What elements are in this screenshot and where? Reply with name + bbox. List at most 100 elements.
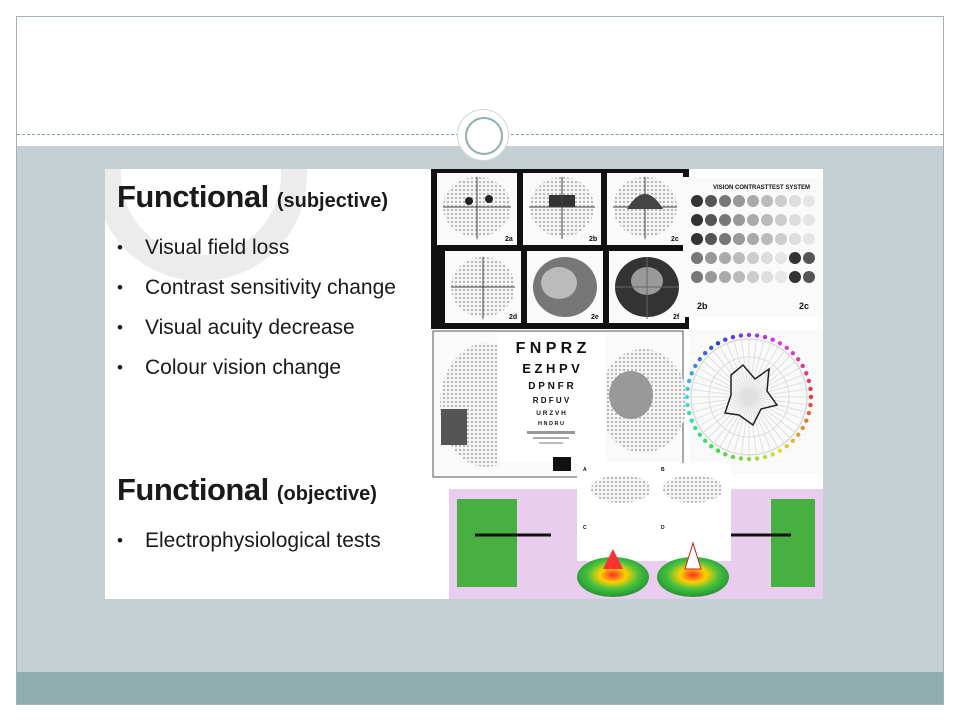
colour-spoke <box>702 396 750 433</box>
colour-spoke <box>719 396 750 448</box>
contrast-dot <box>775 195 787 207</box>
colour-cap <box>762 334 768 340</box>
colour-spoke <box>698 367 750 398</box>
colour-spoke <box>691 396 750 406</box>
list-item: Colour vision change <box>117 348 417 388</box>
colour-spoke <box>692 396 750 413</box>
colour-spoke <box>748 396 807 406</box>
erg-field-a <box>591 475 651 503</box>
contrast-dot <box>775 233 787 245</box>
colour-cap <box>770 337 775 342</box>
contrast-dot <box>733 233 745 245</box>
colour-spoke <box>691 388 750 398</box>
colour-spoke <box>748 396 803 420</box>
colour-cap <box>697 357 703 362</box>
contrast-dot <box>789 214 801 226</box>
eye-chart-marker <box>553 457 571 471</box>
colour-cap <box>746 456 752 462</box>
contrast-dot <box>747 252 759 264</box>
circle-ornament-icon <box>457 109 509 161</box>
eye-chart-row-1: F N P R Z <box>516 340 587 357</box>
colour-cap <box>777 448 783 453</box>
colour-spoke <box>748 350 785 398</box>
contrast-dot <box>803 233 815 245</box>
contrast-dot <box>803 214 815 226</box>
erg-response-d <box>657 557 729 597</box>
list-item: Visual acuity decrease <box>117 308 417 348</box>
colour-cap <box>800 363 805 369</box>
colour-cap <box>689 418 694 423</box>
list-item: Visual field loss <box>117 228 417 268</box>
colour-cap <box>709 345 714 351</box>
contrast-dot <box>733 252 745 264</box>
colour-spoke <box>748 396 765 454</box>
colour-cap <box>686 410 692 416</box>
colour-cap <box>709 443 714 449</box>
contrast-dot <box>719 233 731 245</box>
colour-cap <box>808 394 814 400</box>
colour-cap <box>723 337 728 342</box>
field-label-2c: 2c <box>671 236 679 243</box>
colour-cap <box>697 432 703 437</box>
colour-spoke <box>748 374 803 398</box>
colour-cap <box>762 454 768 460</box>
colour-spoke <box>748 396 800 427</box>
colour-cap <box>685 402 690 408</box>
contrast-dot <box>733 214 745 226</box>
colour-cap <box>806 378 812 384</box>
contrast-dot <box>789 233 801 245</box>
colour-spoke <box>733 396 750 454</box>
colour-spoke <box>698 396 750 427</box>
content-panel: Functional (subjective) Visual field los… <box>105 169 823 599</box>
erg-response-c <box>577 557 649 597</box>
colour-test-error-trace <box>724 363 779 427</box>
field-label-2d: 2d <box>509 314 517 321</box>
contrast-dot <box>691 233 703 245</box>
colour-spoke <box>748 396 785 444</box>
colour-cap <box>689 371 694 376</box>
contrast-dot <box>775 252 787 264</box>
colour-cap <box>715 341 721 346</box>
colour-spoke <box>748 367 800 398</box>
colour-cap <box>730 334 736 340</box>
colour-cap <box>754 456 760 461</box>
field-label-2e: 2e <box>591 314 599 321</box>
colour-test-spokes <box>684 332 814 462</box>
colour-cap <box>804 418 809 423</box>
colour-spoke <box>748 346 779 398</box>
colour-spoke <box>748 340 765 398</box>
eye-chart-row-4: R D F U V <box>533 396 570 405</box>
colour-cap <box>684 394 690 400</box>
contrast-dot <box>705 195 717 207</box>
colour-cap <box>808 386 813 392</box>
subjective-list: Visual field loss Contrast sensitivity c… <box>117 228 417 388</box>
erg-label-a: A <box>583 467 587 473</box>
text-column: Functional (subjective) Visual field los… <box>117 181 417 561</box>
colour-spoke <box>695 374 750 398</box>
field-label-2f: 2f <box>673 314 680 321</box>
colour-cap <box>702 350 708 356</box>
erg-peak-d <box>684 541 702 570</box>
list-item: Contrast sensitivity change <box>117 268 417 308</box>
colour-cap <box>693 425 698 431</box>
colour-spoke <box>748 396 791 439</box>
colour-spoke <box>748 355 791 398</box>
colour-spoke <box>748 388 807 398</box>
erg-peak-c <box>603 549 623 569</box>
colour-cap <box>693 363 698 369</box>
contrast-dot <box>747 271 759 283</box>
colour-cap <box>784 443 789 449</box>
erg-label-c: C <box>583 525 587 531</box>
contrast-dot <box>705 233 717 245</box>
eye-chart: F N P R Z E Z H P V D P N F R R D F U V … <box>516 340 587 444</box>
heading-subjective-text: Functional <box>117 179 269 214</box>
contrast-dot <box>691 252 703 264</box>
field-label-2a: 2a <box>505 236 513 243</box>
erg-field-b <box>663 475 723 503</box>
contrast-dot <box>719 214 731 226</box>
contrast-dot <box>747 214 759 226</box>
contrast-dot <box>705 214 717 226</box>
contrast-dot <box>789 252 801 264</box>
test-image-collage: 2a 2b 2c 2d 2e 2f VISION CONTRASTTEST SY… <box>431 169 823 599</box>
colour-cap <box>702 438 708 444</box>
